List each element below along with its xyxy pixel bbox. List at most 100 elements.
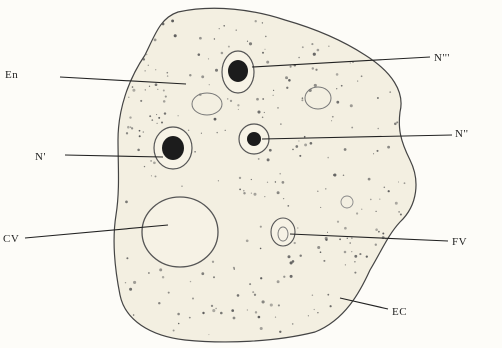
granule (265, 49, 266, 50)
granule (132, 89, 135, 92)
granule (167, 75, 168, 76)
granule (211, 305, 213, 307)
granule (290, 66, 292, 68)
granule (178, 115, 179, 116)
granule (239, 177, 241, 179)
granule (227, 98, 229, 100)
granule (262, 22, 263, 23)
granule (351, 237, 352, 238)
granule (129, 288, 132, 291)
granule (215, 69, 218, 72)
granule (156, 123, 157, 124)
granule (317, 190, 319, 192)
granule (133, 281, 136, 284)
granule (354, 261, 356, 263)
nucleus-n-double (247, 132, 261, 146)
granule (162, 23, 165, 26)
granule (327, 294, 329, 296)
granule (366, 255, 368, 257)
granule (131, 127, 133, 129)
granule (317, 312, 318, 313)
granule (323, 260, 325, 262)
granule (247, 41, 248, 42)
granule (213, 276, 215, 278)
granule (181, 185, 183, 187)
granule (375, 244, 377, 246)
granule (237, 294, 240, 297)
granule (298, 57, 300, 59)
granule (228, 46, 230, 48)
granule (295, 145, 298, 148)
granule (258, 316, 261, 319)
granule (150, 160, 152, 162)
granule (127, 126, 130, 129)
label-cv: CV (3, 233, 19, 245)
granule (384, 187, 386, 189)
granule (264, 196, 265, 197)
granule (247, 309, 248, 310)
granule (310, 142, 313, 145)
granule (249, 283, 251, 285)
granule (328, 46, 329, 47)
granule (251, 193, 252, 194)
granule (398, 181, 399, 182)
granule (264, 112, 265, 113)
granule (304, 143, 307, 146)
granule (351, 251, 352, 252)
granule (327, 157, 329, 159)
granule (258, 158, 260, 160)
granule (283, 198, 284, 199)
granule (278, 304, 280, 306)
granule (149, 115, 151, 117)
label-fv: FV (452, 236, 467, 248)
granule (198, 53, 201, 56)
granule (333, 173, 336, 176)
granule (400, 213, 402, 215)
granule (189, 74, 191, 76)
granule (344, 227, 347, 230)
granule (277, 280, 280, 283)
granule (298, 140, 299, 141)
granule (350, 62, 351, 63)
granule (357, 81, 358, 82)
granule (283, 276, 285, 278)
granule (388, 190, 390, 192)
granule (161, 121, 163, 123)
granule (221, 52, 224, 55)
granule (262, 52, 264, 54)
granule (377, 128, 379, 130)
granule (257, 110, 260, 113)
granule (233, 317, 236, 320)
granule (382, 233, 384, 235)
granule (288, 79, 291, 82)
granule (354, 272, 356, 274)
granule (339, 238, 341, 240)
granule (171, 19, 174, 22)
granule (145, 70, 146, 71)
granule (154, 39, 157, 42)
granule (214, 38, 215, 39)
granule (252, 291, 254, 293)
granule (379, 199, 380, 200)
granule (255, 20, 257, 22)
granule (304, 136, 306, 138)
granule (387, 146, 390, 149)
granule (359, 253, 361, 255)
granule (345, 264, 346, 265)
granule (243, 192, 245, 194)
granule (301, 99, 303, 101)
granule (148, 65, 149, 66)
granule (140, 100, 142, 102)
granule (350, 104, 353, 107)
granule (325, 237, 328, 240)
granule (349, 242, 351, 244)
granule (273, 95, 274, 96)
granule (260, 248, 262, 250)
granule (395, 202, 398, 205)
granule (125, 201, 128, 204)
granule (277, 191, 280, 194)
granule (315, 69, 317, 71)
granule (239, 189, 241, 191)
granule (231, 309, 234, 312)
